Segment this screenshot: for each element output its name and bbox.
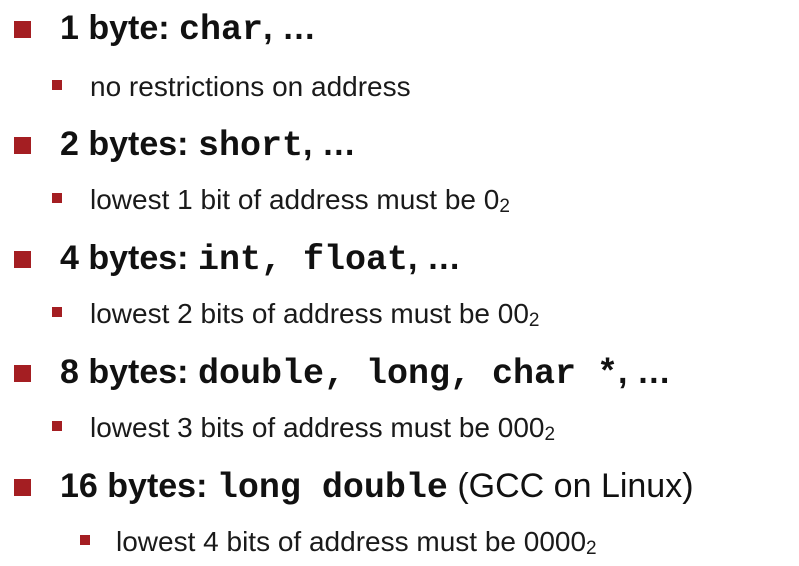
detail-label: lowest 1 bit of address must be 0: [90, 184, 500, 215]
detail-label: lowest 2 bits of address must be 00: [90, 298, 529, 329]
detail-text: no restrictions on address: [90, 70, 411, 111]
size-label: 4 bytes:: [60, 239, 198, 277]
small-square-bullet-icon: [52, 307, 62, 317]
small-square-bullet-icon: [80, 535, 90, 545]
type-names: short: [197, 126, 303, 166]
square-bullet-icon: [14, 479, 31, 496]
ellipsis: , …: [408, 239, 461, 277]
type-names: double, long, char *: [197, 354, 619, 394]
ellipsis: , …: [263, 9, 316, 47]
square-bullet-icon: [14, 21, 31, 38]
subscript: 2: [528, 310, 540, 331]
heading-text: 2 bytes: short, …: [60, 124, 356, 166]
size-label: 2 bytes:: [60, 125, 198, 163]
platform-note: (GCC on Linux): [447, 467, 694, 505]
detail-label: lowest 4 bits of address must be 0000: [116, 526, 587, 557]
detail-text: lowest 3 bits of address must be 0002: [90, 411, 555, 452]
small-square-bullet-icon: [52, 193, 62, 203]
size-label: 1 byte:: [60, 9, 180, 47]
heading-text: 16 bytes: long double (GCC on Linux): [60, 466, 694, 508]
detail-text: lowest 2 bits of address must be 002: [90, 297, 539, 338]
type-names: long double: [216, 468, 448, 508]
small-square-bullet-icon: [52, 421, 62, 431]
heading-text: 4 bytes: int, float, …: [60, 238, 461, 280]
ellipsis: , …: [302, 125, 356, 163]
detail-label: lowest 3 bits of address must be 000: [90, 412, 545, 443]
subscript: 2: [544, 424, 556, 445]
detail-label: no restrictions on address: [90, 71, 411, 102]
size-label: 16 bytes:: [60, 467, 217, 505]
heading-text: 8 bytes: double, long, char *, …: [60, 352, 671, 394]
square-bullet-icon: [14, 137, 31, 154]
size-label: 8 bytes:: [60, 353, 198, 391]
type-names: char: [179, 10, 264, 50]
detail-text: lowest 1 bit of address must be 02: [90, 183, 510, 224]
subscript: 2: [499, 196, 510, 217]
subscript: 2: [586, 538, 597, 559]
ellipsis: , …: [618, 353, 671, 391]
type-names: int, float: [197, 240, 408, 280]
square-bullet-icon: [14, 251, 31, 268]
heading-text: 1 byte: char, …: [60, 8, 316, 50]
detail-text: lowest 4 bits of address must be 00002: [116, 525, 597, 566]
square-bullet-icon: [14, 365, 31, 382]
small-square-bullet-icon: [52, 80, 62, 90]
